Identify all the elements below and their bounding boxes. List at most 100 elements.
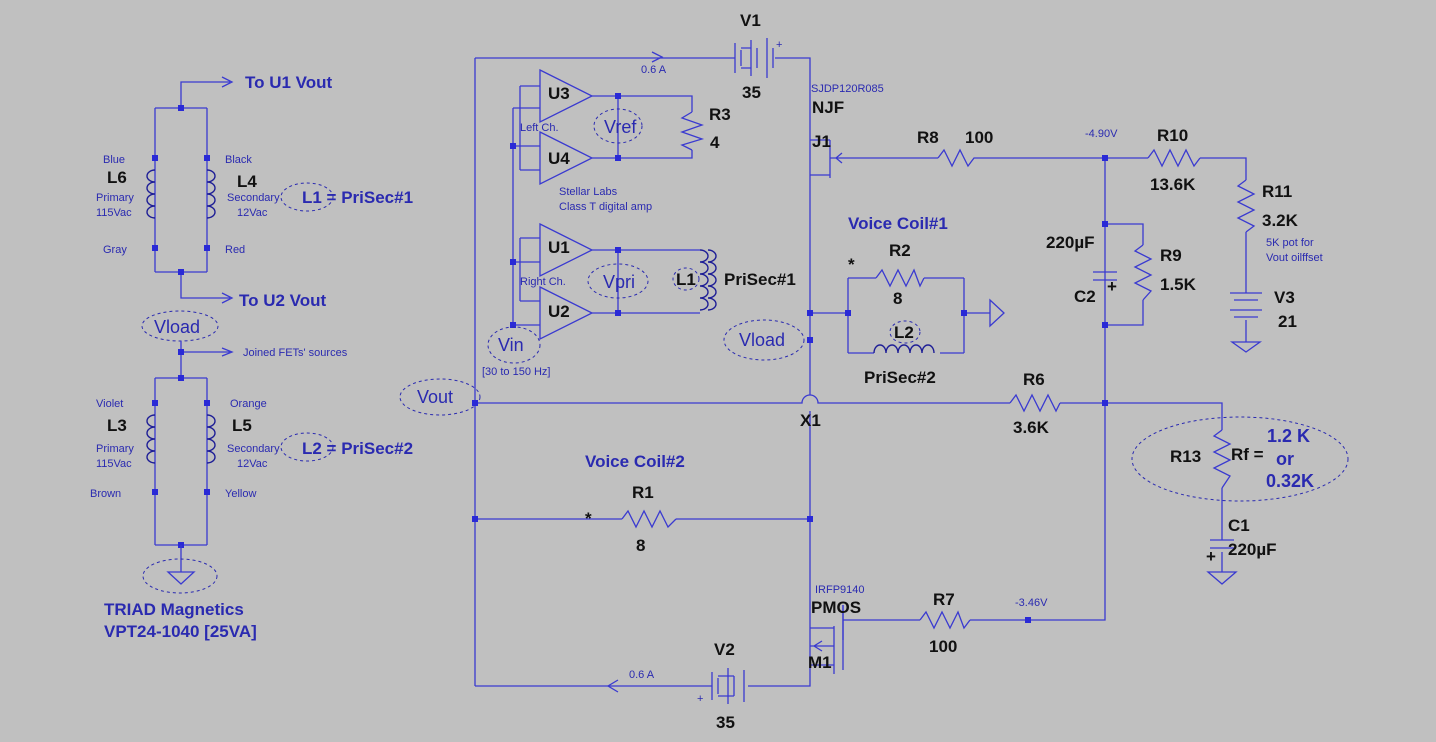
primary-label: Primary [96,192,134,204]
voice-coil-1: Voice Coil#1 [848,214,948,233]
resistor-r6 [1009,393,1061,413]
ref-m1: M1 [808,653,832,672]
ref-r2: R2 [889,241,911,260]
vpri-label: Vpri [603,272,635,292]
ref-r10: R10 [1157,126,1188,145]
ref-c1: C1 [1228,516,1250,535]
ref-c2: C2 [1074,287,1096,306]
battery-v1 [734,38,774,78]
resistor-r13 [1212,429,1232,489]
pot-line1: 5K pot for [1266,237,1314,249]
vload-label-mid: Vload [739,330,785,350]
vload-oval-mid [723,319,805,361]
l1-net-oval [280,182,334,212]
vin-range: [30 to 150 Hz] [482,366,551,378]
triad-line2: VPT24-1040 [25VA] [104,622,257,641]
ref-l6: L6 [107,168,127,187]
plus-v2: + [697,693,703,705]
ref-j1: J1 [812,132,831,151]
ref-r3: R3 [709,105,731,124]
transformer-lower [146,375,216,585]
ref-r6: R6 [1023,370,1045,389]
node-346: -3.46V [1015,597,1048,609]
pin-gray: Gray [103,244,127,256]
val-r2: 8 [893,289,902,308]
main-wires [474,51,1247,693]
primary-label-2: Primary [96,443,134,455]
pot-line2: Vout oilffset [1266,252,1323,264]
stellar-line2: Class T digital amp [559,201,652,213]
val-r11: 3.2K [1262,211,1299,230]
vpri-oval [587,263,649,299]
l1-oval [672,267,700,291]
rf-oval [1131,416,1349,502]
vin-label: Vin [498,335,524,355]
ref-l5: L5 [232,416,252,435]
rf-value1: 1.2 K [1267,426,1310,446]
resistor-r7 [919,610,971,630]
joined-sources: Joined FETs' sources [243,347,348,359]
val-r9: 1.5K [1160,275,1197,294]
secondary-label: Secondary [227,192,280,204]
l2-equation: L2 = PriSec#2 [302,439,413,458]
val-r3: 4 [710,133,720,152]
plus-c1: + [1206,547,1216,566]
pin-black: Black [225,154,252,166]
val-r7: 100 [929,637,957,656]
ref-x1: X1 [800,411,821,430]
ref-l1: L1 [676,270,696,289]
pmos-m1 [809,605,844,674]
ref-v3: V3 [1274,288,1295,307]
triad-line1: TRIAD Magnetics [104,600,244,619]
v115-label-2: 115Vac [96,458,132,470]
ref-r8: R8 [917,128,939,147]
val-r6: 3.6K [1013,418,1050,437]
ref-u3: U3 [548,84,570,103]
stellar-line1: Stellar Labs [559,186,618,198]
battery-v2 [711,668,745,704]
ref-l2: L2 [894,323,914,342]
val-r10: 13.6K [1150,175,1196,194]
vref-oval [593,108,643,144]
to-u1-vout: To U1 Vout [245,73,333,92]
l2-net-oval [280,432,334,462]
vout-oval [399,378,481,416]
current-v1: 0.6 A [641,64,667,76]
right-channel: Right Ch. [520,276,566,288]
current-v2: 0.6 A [629,669,655,681]
j1-type: NJF [812,98,844,117]
battery-v3 [1229,292,1263,353]
plus-c2: + [1107,277,1117,296]
vref-label: Vref [604,117,637,137]
left-channel: Left Ch. [520,122,559,134]
pin-orange: Orange [230,398,267,410]
ref-r1: R1 [632,483,654,502]
opamp-group [510,68,717,341]
resistor-r8 [937,148,977,168]
vload-label-left: Vload [154,317,200,337]
m1-type: PMOS [811,598,861,617]
pin-red: Red [225,244,245,256]
ground-oval [142,558,218,594]
ref-r13: R13 [1170,447,1201,466]
val-r8: 100 [965,128,993,147]
ref-u2: U2 [548,302,570,321]
vin-oval [487,326,541,364]
ref-v2: V2 [714,640,735,659]
ref-u4: U4 [548,149,570,168]
voice-coil-2: Voice Coil#2 [585,452,685,471]
v12-label: 12Vac [237,207,268,219]
ref-r9: R9 [1160,246,1182,265]
resistor-r11 [1236,179,1256,233]
star-r2: * [848,255,855,274]
cap-c1 [1206,539,1238,585]
ref-u1: U1 [548,238,570,257]
rf-label: Rf = [1231,445,1264,464]
resistor-r10 [1147,148,1201,168]
ref-r11: R11 [1262,182,1292,201]
v12-label-2: 12Vac [237,458,268,470]
cap-r9-group [1093,221,1153,328]
ref-v1: V1 [740,11,761,30]
plus-v1: + [776,39,782,51]
